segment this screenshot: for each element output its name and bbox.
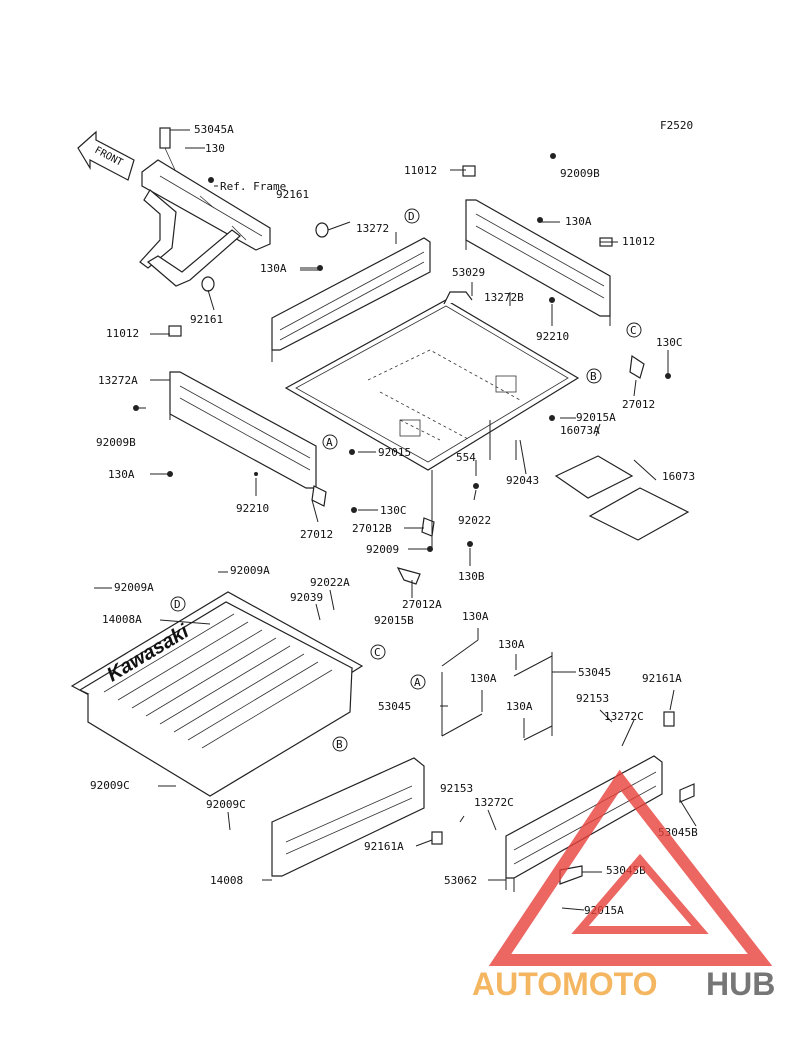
part-label: 92009A	[230, 564, 270, 577]
part-label: 11012	[106, 327, 139, 340]
part-label: 92161	[276, 188, 309, 201]
figure-code: F2520	[660, 119, 693, 132]
part-label: 53045	[378, 700, 411, 713]
leader-lines	[94, 129, 697, 911]
part-label: 92022A	[310, 576, 350, 589]
part-label: 130A	[506, 700, 533, 713]
part-label: 130C	[380, 504, 407, 517]
ref-frame-label: Ref. Frame	[220, 180, 286, 193]
side-rail-13272	[271, 237, 431, 362]
mat-16073	[588, 487, 690, 541]
cap-11012c	[168, 325, 182, 337]
part-label: 27012	[300, 528, 333, 541]
callout-c-2: C	[374, 646, 381, 659]
bed-liner-14008A: Kawasaki	[70, 591, 364, 797]
callout-b-1: B	[590, 370, 597, 383]
part-label: 27012B	[352, 522, 392, 535]
part-label: 92009B	[560, 167, 600, 180]
latch-27012b	[311, 485, 327, 507]
part-label: 53045	[578, 666, 611, 679]
frame-assembly	[139, 127, 271, 287]
part-label: 92009C	[206, 798, 246, 811]
part-label: 16073A	[560, 424, 600, 437]
handle-53045B	[679, 783, 695, 803]
part-label: 130A	[565, 215, 592, 228]
part-label: 92015A	[576, 411, 616, 424]
grommet-92161	[315, 222, 329, 238]
bolt-130	[208, 177, 214, 183]
part-label: 53029	[452, 266, 485, 279]
part-label: 554	[456, 451, 476, 464]
part-label: 14008A	[102, 613, 142, 626]
part-label: 92161A	[364, 840, 404, 853]
part-label: 27012A	[402, 598, 442, 611]
part-label: 53062	[444, 874, 477, 887]
part-label: 130A	[462, 610, 489, 623]
part-label: 130	[205, 142, 225, 155]
part-label: 92043	[506, 474, 539, 487]
part-label: 13272C	[604, 710, 644, 723]
part-label: 92039	[290, 591, 323, 604]
part-label: 11012	[622, 235, 655, 248]
bracket-27012A	[396, 567, 421, 585]
part-label: 13272	[356, 222, 389, 235]
part-label: 92015B	[374, 614, 414, 627]
part-label: 13272A	[98, 374, 138, 387]
watermark-triangle-icon	[488, 769, 773, 966]
front-arrow-icon: FRONT	[77, 130, 135, 181]
part-label: 13272B	[484, 291, 524, 304]
bumper-92161A-b	[431, 831, 443, 845]
part-label: 14008	[210, 874, 243, 887]
callout-b-2: B	[336, 738, 343, 751]
part-label: 92210	[536, 330, 569, 343]
part-label: 92022	[458, 514, 491, 527]
part-label: 27012	[622, 398, 655, 411]
part-label: 13272C	[474, 796, 514, 809]
part-label: 92153	[576, 692, 609, 705]
part-label: 11012	[404, 164, 437, 177]
part-label: 92153	[440, 782, 473, 795]
bumper-92161A	[663, 711, 675, 727]
watermark-text-1: AUTOMOTO	[472, 966, 657, 1002]
callout-d-2: D	[174, 598, 181, 611]
part-labels: 53045A 130 92161 92161 11012 92009B 130A…	[90, 123, 698, 917]
cap-11012	[462, 165, 476, 177]
part-label: 130A	[260, 262, 287, 275]
callout-circles: D C B A D C B A	[170, 208, 642, 752]
mat-16073A	[554, 455, 634, 499]
part-label: 130B	[458, 570, 485, 583]
callout-c-1: C	[630, 324, 637, 337]
callout-d-1: D	[408, 210, 415, 223]
grommet-92161b	[201, 276, 215, 292]
bed-plate-53029	[284, 291, 580, 471]
callout-a-2: A	[414, 676, 421, 689]
part-label: 92009B	[96, 436, 136, 449]
part-label: 92009	[366, 543, 399, 556]
part-label: 53045A	[194, 123, 234, 136]
callout-a-1: A	[326, 436, 333, 449]
part-label: 92009C	[90, 779, 130, 792]
part-label: 130C	[656, 336, 683, 349]
part-label: 16073	[662, 470, 695, 483]
tailgate-liner-14008	[271, 757, 425, 877]
watermark-logo: AUTOMOTO HUB	[472, 769, 775, 1002]
part-label: 92161	[190, 313, 223, 326]
part-label: 130A	[108, 468, 135, 481]
latch-27012	[629, 354, 645, 379]
part-label: 92161A	[642, 672, 682, 685]
watermark-text-2: HUB	[706, 966, 775, 1002]
end-rail-13272B	[465, 199, 611, 326]
part-label: 92015	[378, 446, 411, 459]
part-label: 130A	[470, 672, 497, 685]
part-label: 92009A	[114, 581, 154, 594]
part-label: 92210	[236, 502, 269, 515]
part-label: 130A	[498, 638, 525, 651]
